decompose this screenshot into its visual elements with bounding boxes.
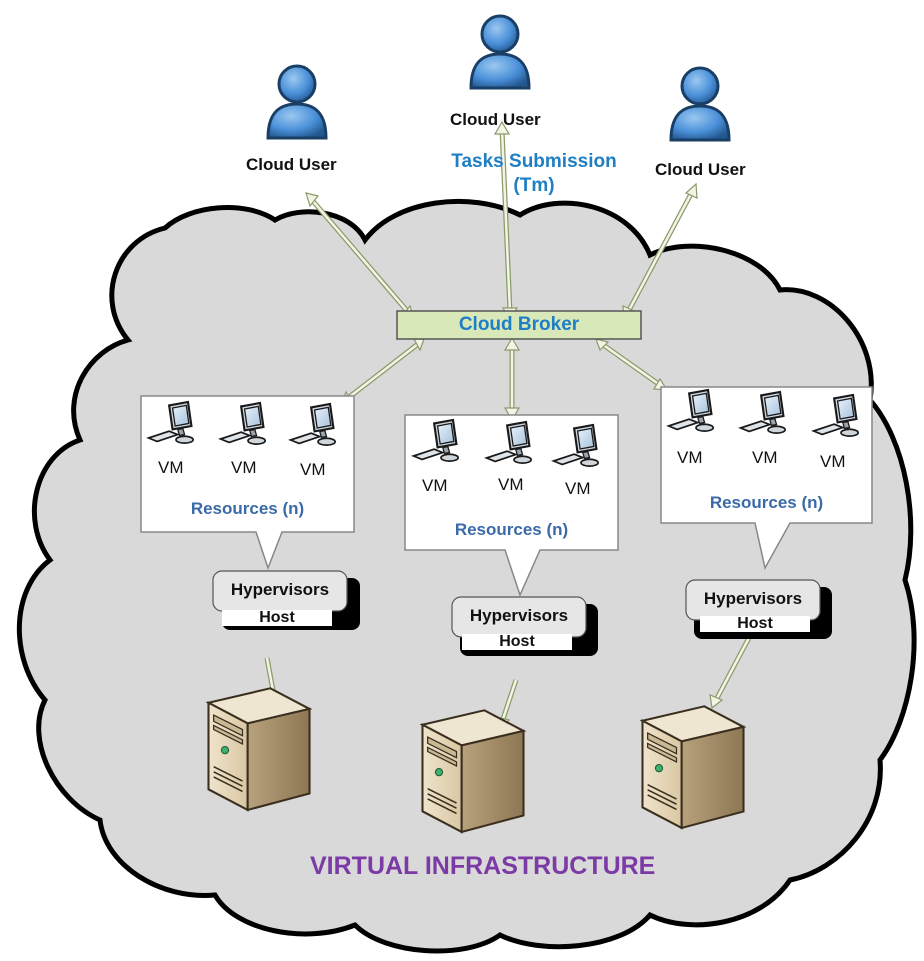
resources-label: Resources (n) — [190, 499, 305, 518]
tasks-submission-label: Tasks Submission (Tm) — [451, 151, 617, 196]
cloud-user-label: Cloud User — [450, 110, 541, 129]
server-icon — [421, 709, 525, 833]
vm-label: VM — [565, 479, 591, 498]
vm-label: VM — [231, 458, 257, 477]
vm-label: VM — [422, 476, 448, 495]
hypervisor-box-1 — [212, 570, 360, 630]
host-label: Host — [259, 609, 295, 626]
cloud-broker-bar — [396, 310, 642, 340]
hypervisor-box-3 — [685, 579, 832, 639]
cloud-user-icon — [469, 14, 531, 90]
resources-label: Resources (n) — [454, 520, 569, 539]
host-label: Host — [737, 615, 773, 632]
vm-label: VM — [820, 452, 846, 471]
host-label: Host — [499, 633, 535, 650]
cloud-user-icon — [669, 66, 731, 142]
cloud-user-icon — [266, 64, 328, 140]
cloud-user-label: Cloud User — [655, 160, 746, 179]
cloud-user-label: Cloud User — [246, 155, 337, 174]
hypervisors-label: Hypervisors — [230, 580, 330, 599]
hypervisor-box-2 — [451, 596, 598, 656]
connector-lines-inner — [265, 129, 752, 723]
resources-label: Resources (n) — [709, 493, 824, 512]
vm-label: VM — [498, 475, 524, 494]
hypervisors-label: Hypervisors — [469, 606, 569, 625]
vm-label: VM — [300, 460, 326, 479]
server-icon — [207, 687, 311, 811]
virtual-infrastructure-label: VIRTUAL INFRASTRUCTURE — [310, 852, 656, 880]
cloud-broker-label: Cloud Broker — [458, 314, 580, 335]
hypervisors-label: Hypervisors — [703, 589, 803, 608]
vm-label: VM — [752, 448, 778, 467]
server-icon — [641, 705, 745, 829]
vm-label: VM — [158, 458, 184, 477]
vm-label: VM — [677, 448, 703, 467]
